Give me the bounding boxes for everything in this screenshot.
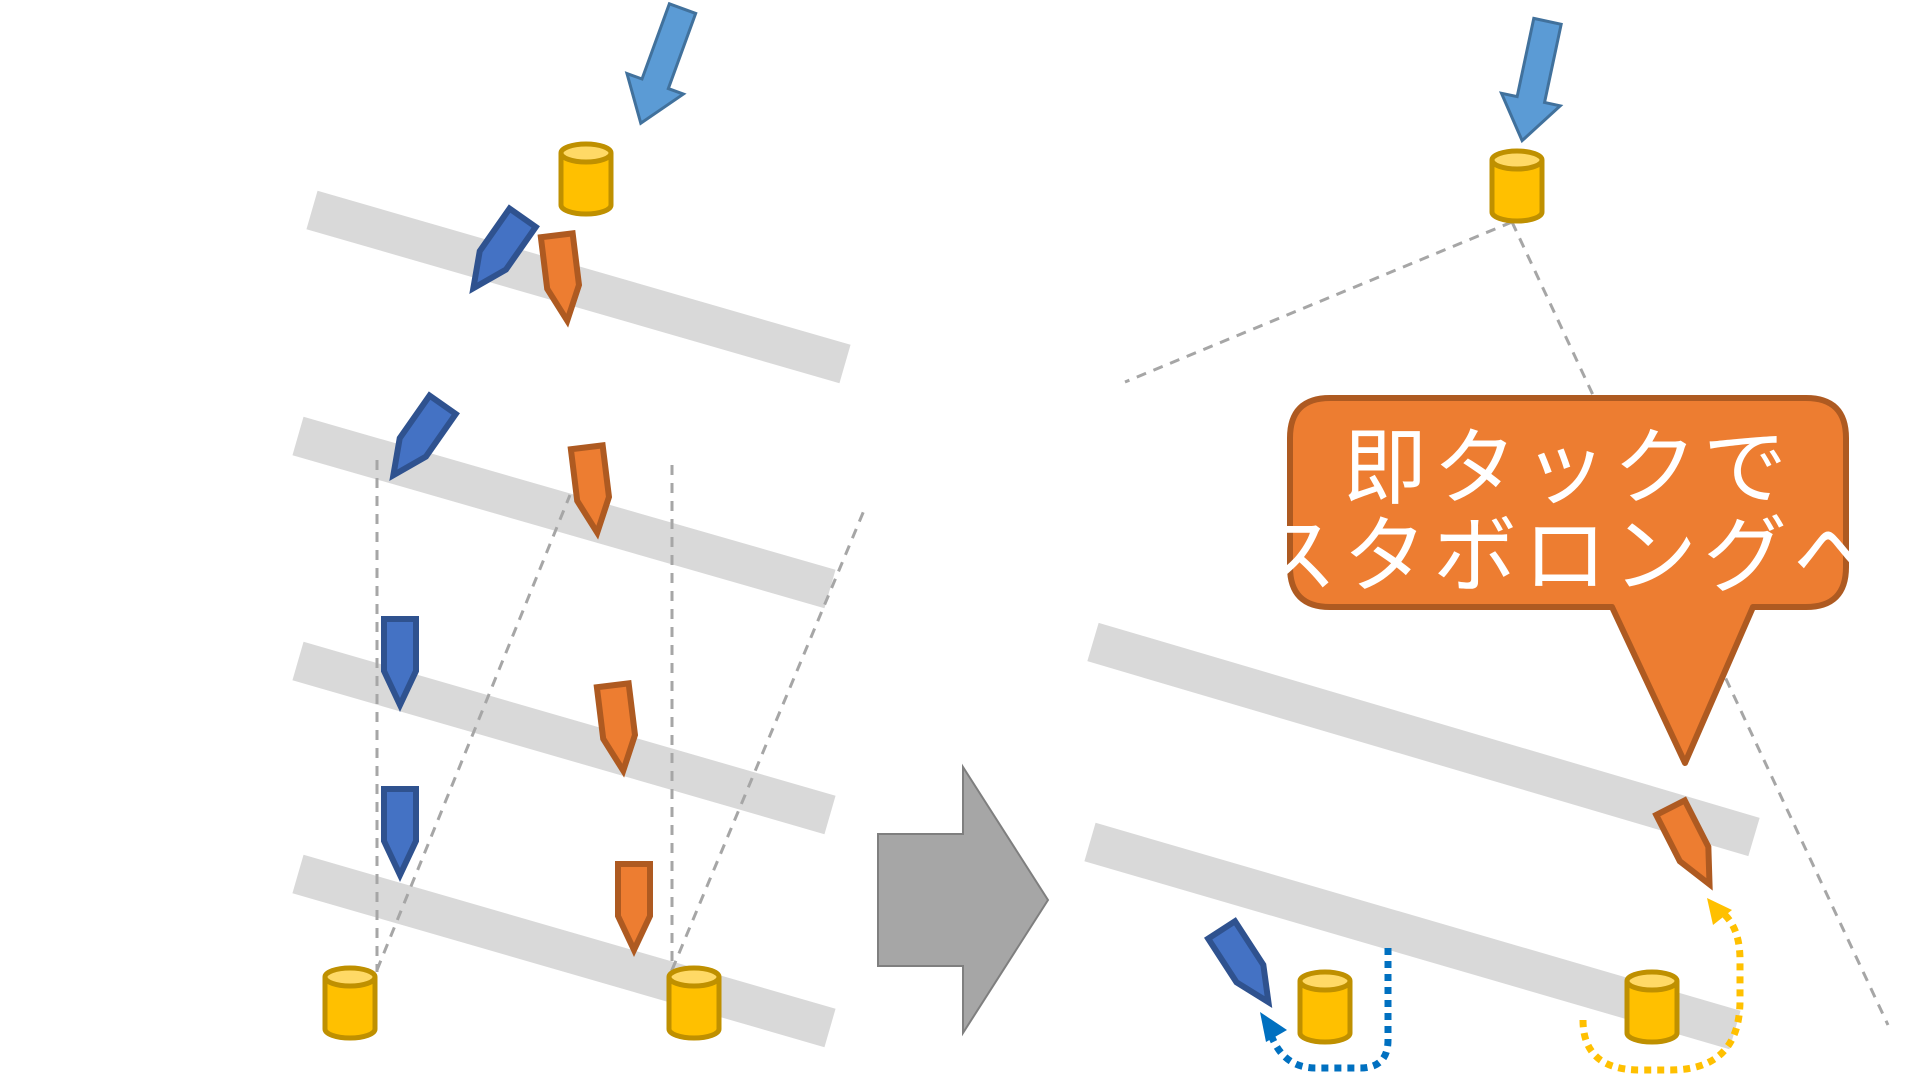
lane-4: [292, 854, 836, 1048]
guide-lines-left: [375, 460, 867, 972]
callout-line-2: スタボロングへ: [1253, 507, 1883, 605]
buoy-icon: [669, 968, 719, 1038]
buoy-icon: [325, 968, 375, 1038]
boat-icon-blue: [384, 789, 416, 875]
tack-path-blue: [1260, 948, 1392, 1072]
wind-arrow-icon: [1491, 13, 1579, 149]
guide-line-diagonal-right: [670, 507, 867, 971]
arrow-head-icon: [1707, 898, 1732, 925]
boat-icon-orange: [618, 864, 650, 950]
buoy-icon: [1300, 972, 1350, 1042]
right-panel: 即タックで スタボロングへ: [1084, 13, 1890, 1074]
wind-arrow-icon: [611, 0, 713, 136]
callout-line-1: 即タックで: [1343, 419, 1793, 517]
guide-line-diagonal-left: [375, 494, 572, 971]
lane-upper: [1087, 622, 1760, 857]
layline-left: [1124, 220, 1513, 384]
guide-lines-right: [1124, 220, 1890, 1026]
arrow-head-icon: [1260, 1012, 1287, 1042]
lanes-left: [292, 190, 851, 1048]
buoy-icon: [1627, 972, 1677, 1042]
buoy-icon: [1492, 151, 1542, 221]
callout-bubble: 即タックで スタボロングへ: [1253, 395, 1883, 766]
layline-right: [1510, 221, 1890, 1026]
buoy-icon: [561, 144, 611, 214]
tack-path-yellow: [1579, 898, 1744, 1074]
boat-icon-orange: [541, 233, 583, 322]
left-panel: [292, 0, 867, 1048]
right-arrow-icon: [877, 763, 1050, 1037]
boat-icon-blue: [1208, 921, 1282, 1011]
lane-3: [292, 641, 836, 835]
